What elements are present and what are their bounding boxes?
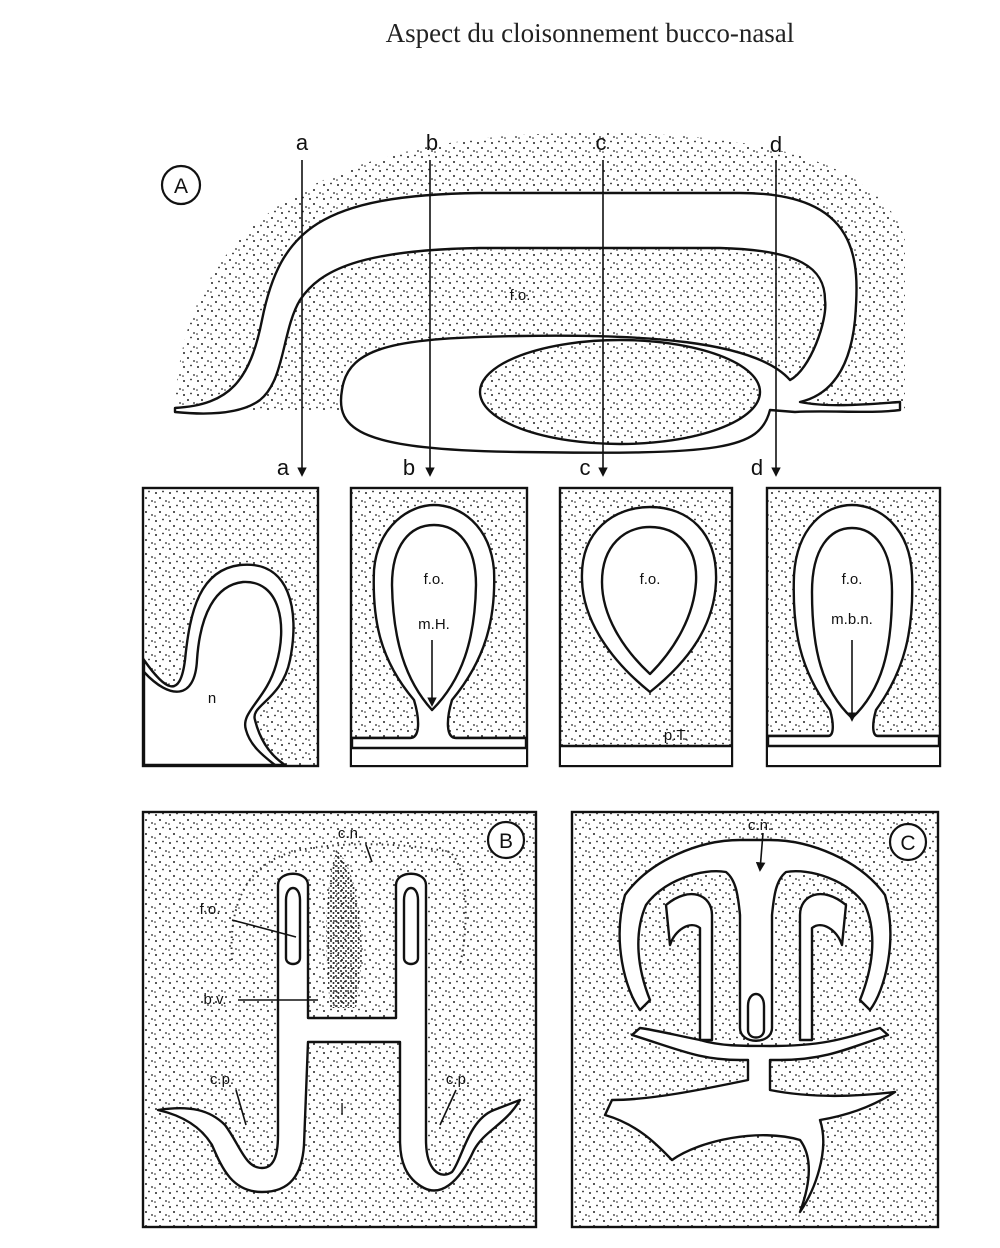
panel-b: B c.n. f.o. b.v. c.p. c.p. l	[141, 810, 538, 1229]
panel-a: A f.o. a b c d a b c d	[160, 130, 905, 480]
section-c-box: f.o. p.T.	[558, 486, 734, 768]
panel-c-circle	[888, 822, 928, 862]
section-mark-c-top: c	[596, 130, 607, 155]
panel-c-letter: C	[900, 832, 915, 855]
panel-a-circle	[160, 164, 202, 206]
panel-b-dense-septum	[326, 850, 362, 1008]
primitive-palate-stippled	[478, 338, 762, 446]
section-d-fo-label: f.o.	[842, 571, 863, 588]
panel-b-cn-label: c.n.	[338, 825, 362, 842]
section-a-nasal-cavity	[142, 563, 295, 767]
section-mark-d-bottom: d	[751, 455, 763, 480]
panel-b-l-label: l	[340, 1101, 343, 1118]
panel-b-circle	[486, 820, 526, 860]
section-d-mbn-label: m.b.n.	[831, 611, 873, 628]
panel-b-cp-right-label: c.p.	[446, 1071, 470, 1088]
panel-b-cavity	[156, 872, 522, 1194]
section-c-fo-label: f.o.	[640, 571, 661, 588]
panel-c-cavity	[618, 838, 892, 1042]
section-b-mh-label: m.H.	[418, 616, 450, 633]
panel-a-fo-label: f.o.	[510, 287, 531, 304]
panel-a-letter: A	[174, 175, 188, 198]
section-b-fo-label: f.o.	[424, 571, 445, 588]
section-mark-b-top: b	[426, 130, 438, 155]
section-c-pt-label: p.T.	[664, 727, 688, 744]
panel-b-bv-label: b.v.	[203, 991, 226, 1008]
section-a-box: n	[141, 486, 320, 768]
section-a-n-label: n	[208, 690, 216, 707]
section-mark-a-top: a	[296, 130, 309, 155]
panel-c-cn-label: c.n.	[748, 817, 772, 834]
section-b-box: f.o. m.H.	[349, 486, 529, 768]
section-mark-c-bottom: c	[580, 455, 591, 480]
section-mark-d-top: d	[770, 132, 782, 157]
section-mark-b-bottom: b	[403, 455, 415, 480]
figure-title: Aspect du cloisonnement bucco-nasal	[385, 18, 795, 48]
panel-b-cp-left-label: c.p.	[210, 1071, 234, 1088]
section-d-box: f.o. m.b.n.	[765, 486, 942, 768]
panel-c: C c.n.	[570, 810, 940, 1229]
panel-b-letter: B	[499, 830, 513, 853]
section-mark-a-bottom: a	[277, 455, 290, 480]
panel-b-fo-label: f.o.	[200, 901, 221, 918]
